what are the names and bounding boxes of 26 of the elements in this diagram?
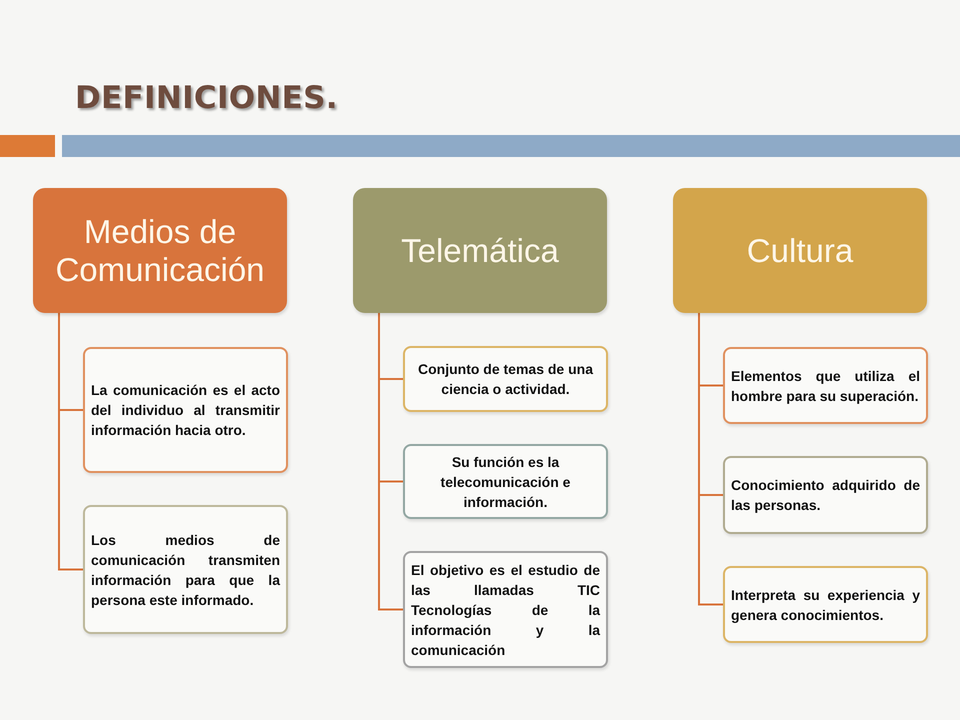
definition-text: Conocimiento adquirido de las personas. <box>731 476 920 515</box>
definition-text: La comunicación es el acto del individuo al transmitir información hacia otro. <box>91 381 280 440</box>
category-header <box>33 188 287 313</box>
category-title: Telemática <box>400 232 560 270</box>
definition-card <box>83 347 288 473</box>
definition-text: Los medios de comunicación transmiten información para que la persona este informado. <box>91 530 280 610</box>
category-header <box>353 188 607 313</box>
definition-card <box>403 551 608 668</box>
category-header <box>673 188 927 313</box>
category-title: Cultura <box>746 232 854 270</box>
definition-card <box>723 347 928 424</box>
definition-text: Elementos que utiliza el hombre para su superación. <box>731 366 920 406</box>
connector-line <box>698 313 723 606</box>
definition-card <box>723 456 928 534</box>
definition-text: Conjunto de temas de una ciencia o actividad. <box>416 360 594 399</box>
connector-line <box>58 313 83 570</box>
slide-title: DEFINICIONES. <box>75 80 338 118</box>
definition-text: El objetivo es el estudio de las llamadas TIC Tecnologías de la información y la comunicación <box>411 560 600 660</box>
definition-card <box>83 505 288 634</box>
definition-text: Interpreta su experiencia y genera conocimientos. <box>731 586 920 624</box>
definition-text: Su función es la telecomunicación e información. <box>440 452 572 512</box>
definition-card <box>723 566 928 643</box>
connector-line <box>378 313 403 610</box>
definition-card <box>403 444 608 519</box>
category-title: Medios de Comunicación <box>54 212 266 288</box>
definition-card <box>403 346 608 412</box>
